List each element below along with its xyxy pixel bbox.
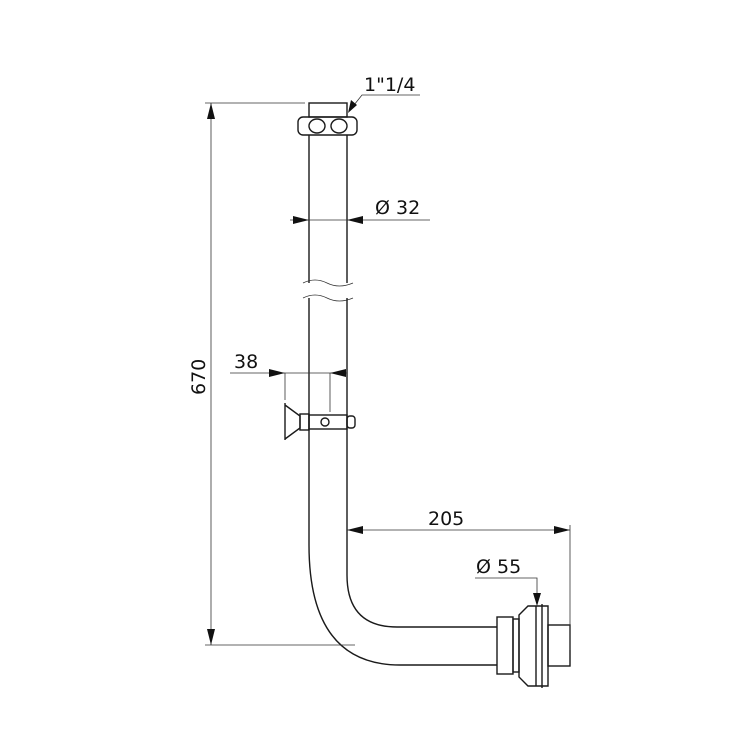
dimension-valve-offset: 38: [230, 351, 347, 412]
dimension-height: 670: [188, 102, 355, 646]
thread-label: 1"1/4: [364, 74, 415, 96]
outlet-diameter-label: Ø 55: [476, 556, 521, 578]
valve: [284, 403, 356, 440]
valve-offset-label: 38: [234, 351, 258, 373]
outlet-fitting: [496, 604, 571, 688]
dimension-horizontal-length: 205: [347, 508, 571, 650]
dimension-thread: 1"1/4: [348, 74, 420, 113]
pipe: [297, 102, 497, 666]
pipe-diameter-label: Ø 32: [375, 197, 420, 219]
dimension-pipe-diameter: Ø 32: [290, 197, 430, 224]
height-label: 670: [188, 359, 210, 395]
horizontal-length-label: 205: [428, 508, 464, 530]
dimension-outlet-diameter: Ø 55: [475, 556, 541, 606]
